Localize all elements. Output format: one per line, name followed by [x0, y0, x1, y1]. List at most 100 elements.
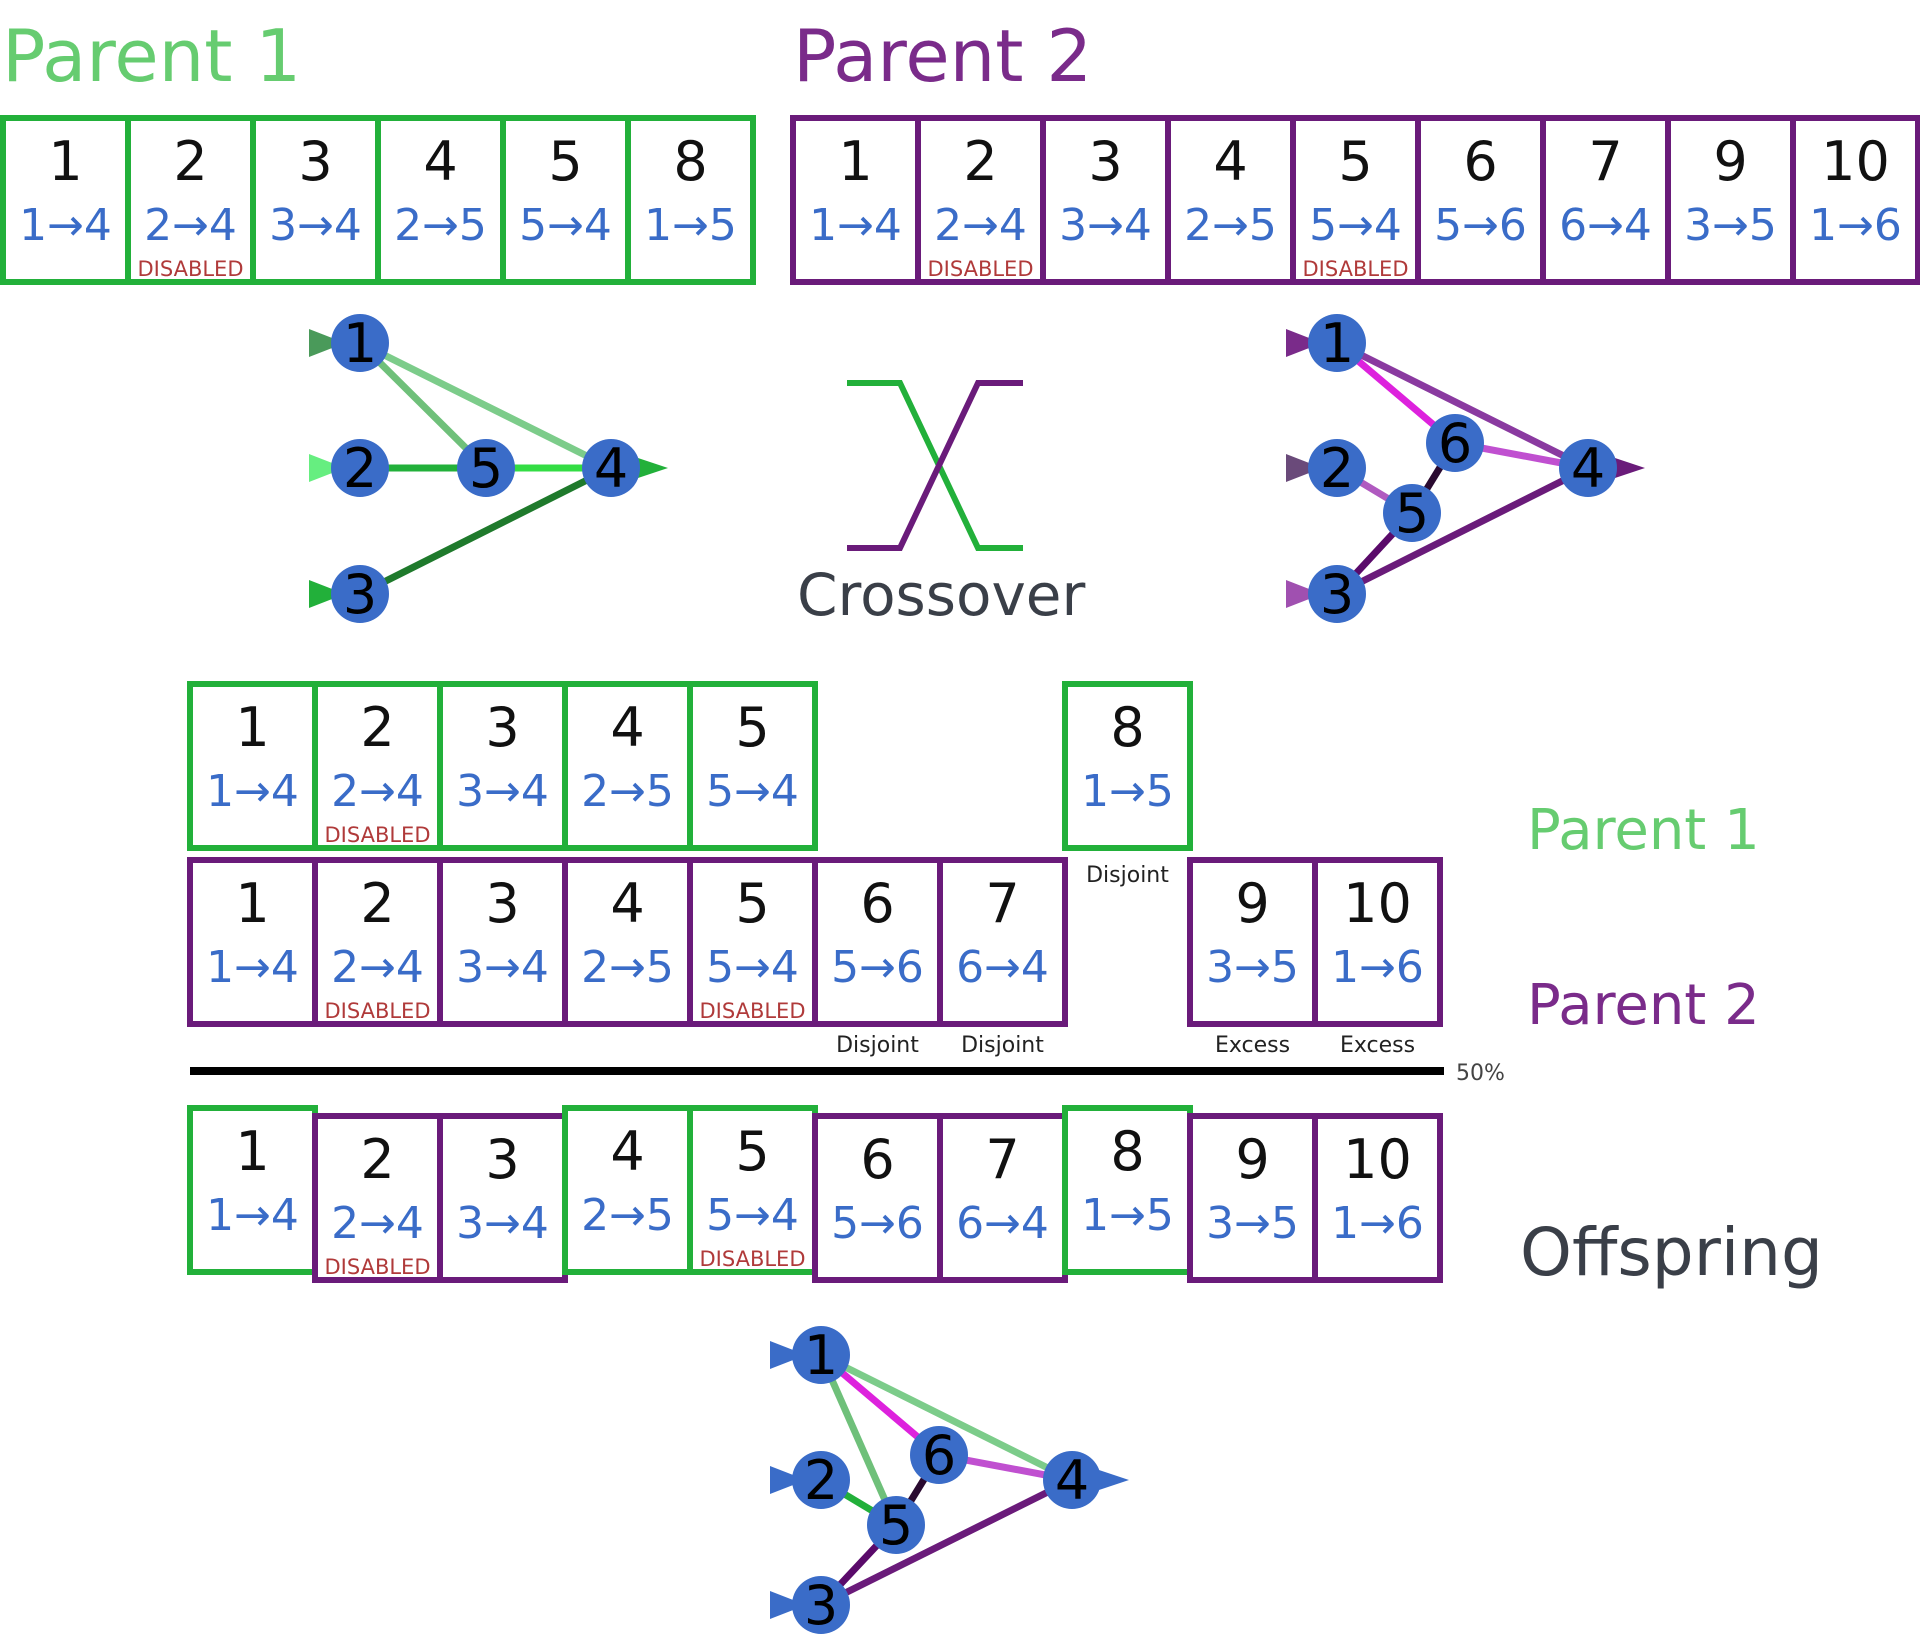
gene-connection: 2→5 — [394, 200, 487, 251]
parent1-gene: 42→5 — [375, 115, 506, 285]
network-node — [1308, 565, 1366, 623]
genome-layer: 11→422→4DISABLED33→442→555→481→511→422→4… — [0, 115, 1920, 1283]
aligned-parent1-gene: 42→5 — [562, 681, 693, 851]
offspring-gene: 65→6 — [812, 1113, 943, 1283]
gene-connection: 3→5 — [1206, 1198, 1299, 1249]
aligned-parent1-gene: 11→4 — [187, 681, 318, 851]
parent1-gene: 11→4 — [0, 115, 131, 285]
offspring-gene: 33→4 — [437, 1113, 568, 1283]
gene-connection: 2→5 — [581, 1190, 674, 1241]
gene-connection: 3→4 — [456, 942, 549, 993]
gene-box — [1312, 1113, 1443, 1283]
gene-connection: 3→5 — [1684, 200, 1777, 251]
gene-innovation-number: 5 — [735, 696, 769, 759]
input-arrow — [309, 329, 345, 357]
network-node — [1308, 314, 1366, 372]
offspring-label: Offspring — [1520, 1214, 1823, 1291]
gene-connection: 3→5 — [1206, 942, 1299, 993]
network-node — [792, 1326, 850, 1384]
network-edge — [357, 340, 489, 471]
network-node-label: 6 — [922, 1424, 956, 1487]
gene-innovation-number: 4 — [1213, 130, 1247, 193]
gene-innovation-number: 4 — [610, 1120, 644, 1183]
network-node-label: 3 — [1320, 563, 1354, 626]
gene-innovation-number: 3 — [1088, 130, 1122, 193]
gene-innovation-number: 2 — [360, 696, 394, 759]
gene-disabled-flag: DISABLED — [325, 823, 431, 847]
network-node-label: 2 — [1320, 437, 1354, 500]
gene-disabled-flag: DISABLED — [138, 257, 244, 281]
gene-box — [1312, 857, 1443, 1027]
gene-connection: 1→5 — [644, 200, 737, 251]
gene-innovation-number: 8 — [673, 130, 707, 193]
parent1-gene: 81→5 — [625, 115, 756, 285]
gene-connection: 1→5 — [1081, 1190, 1174, 1241]
gene-innovation-number: 7 — [985, 1128, 1019, 1191]
gene-disabled-flag: DISABLED — [1303, 257, 1409, 281]
parent2-gene: 33→4 — [1040, 115, 1171, 285]
parent2-heading: Parent 2 — [793, 14, 1093, 98]
aligned-parent2-gene: 33→4 — [437, 857, 568, 1027]
network-node — [867, 1496, 925, 1554]
gene-innovation-number: 1 — [235, 872, 269, 935]
gene-connection: 2→4 — [144, 200, 237, 251]
network-node-label: 4 — [594, 437, 628, 500]
gene-connection: 2→4 — [331, 766, 424, 817]
gene-disabled-flag: DISABLED — [928, 257, 1034, 281]
gene-connection: 6→4 — [1559, 200, 1652, 251]
network-node — [910, 1426, 968, 1484]
network-node — [792, 1576, 850, 1634]
gene-innovation-number: 7 — [985, 872, 1019, 935]
parent2-gene: 76→4 — [1540, 115, 1671, 285]
input-arrow — [309, 580, 345, 608]
gene-innovation-number: 4 — [423, 130, 457, 193]
input-arrow — [1286, 580, 1322, 608]
gene-note: Disjoint — [961, 1033, 1044, 1058]
gene-innovation-number: 6 — [1463, 130, 1497, 193]
offspring-gene: 81→5 — [1062, 1105, 1193, 1275]
gene-innovation-number: 4 — [610, 872, 644, 935]
aligned-parent2-gene: 42→5 — [562, 857, 693, 1027]
aligned-parent1-gene: 55→4 — [687, 681, 818, 851]
gene-innovation-number: 5 — [1338, 130, 1372, 193]
offspring-gene: 11→4 — [187, 1105, 318, 1275]
network-node-label: 4 — [1055, 1449, 1089, 1512]
gene-innovation-number: 8 — [1110, 1120, 1144, 1183]
aligned-parent1-gene: 33→4 — [437, 681, 568, 851]
network-edge — [358, 339, 613, 472]
network-node — [582, 439, 640, 497]
gene-innovation-number: 10 — [1821, 130, 1890, 193]
parent2-gene: 11→4 — [790, 115, 921, 285]
gene-innovation-number: 7 — [1588, 130, 1622, 193]
gene-innovation-number: 3 — [485, 1128, 519, 1191]
gene-innovation-number: 3 — [485, 872, 519, 935]
gene-connection: 5→6 — [831, 1198, 924, 1249]
gene-connection: 2→5 — [581, 766, 674, 817]
gene-disabled-flag: DISABLED — [325, 999, 431, 1023]
gene-innovation-number: 2 — [963, 130, 997, 193]
gene-box — [625, 115, 756, 285]
input-arrow — [1286, 454, 1322, 482]
parent1-gene: 33→4 — [250, 115, 381, 285]
probability-label: 50% — [1456, 1061, 1505, 1086]
parent2-gene: 101→6 — [1790, 115, 1920, 285]
gene-disabled-flag: DISABLED — [700, 999, 806, 1023]
gene-connection: 5→6 — [1434, 200, 1527, 251]
gene-note: Disjoint — [1086, 863, 1169, 888]
gene-innovation-number: 4 — [610, 696, 644, 759]
gene-connection: 1→4 — [809, 200, 902, 251]
parent1-gene: 55→4 — [500, 115, 631, 285]
network-node — [331, 565, 389, 623]
input-arrow — [1286, 329, 1322, 357]
network-edge — [819, 1476, 1074, 1609]
